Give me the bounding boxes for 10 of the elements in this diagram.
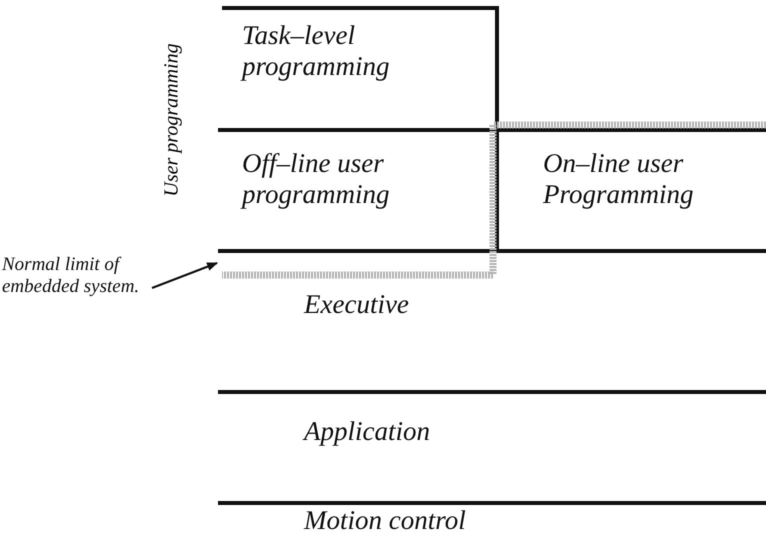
layer-label: Task–level programming [242,20,391,82]
layer-label: Motion control [304,505,466,536]
layer-label: On–line user Programming [543,148,695,210]
note-text: Normal limit of embedded system. [2,254,140,298]
leader-arrow [152,262,218,290]
layer-label: Application [304,416,430,448]
layer-label: Executive [304,289,409,320]
layer-label: Off–line user programming [242,148,391,210]
side-label: User programming [160,43,184,197]
system-limit-line [222,122,766,278]
